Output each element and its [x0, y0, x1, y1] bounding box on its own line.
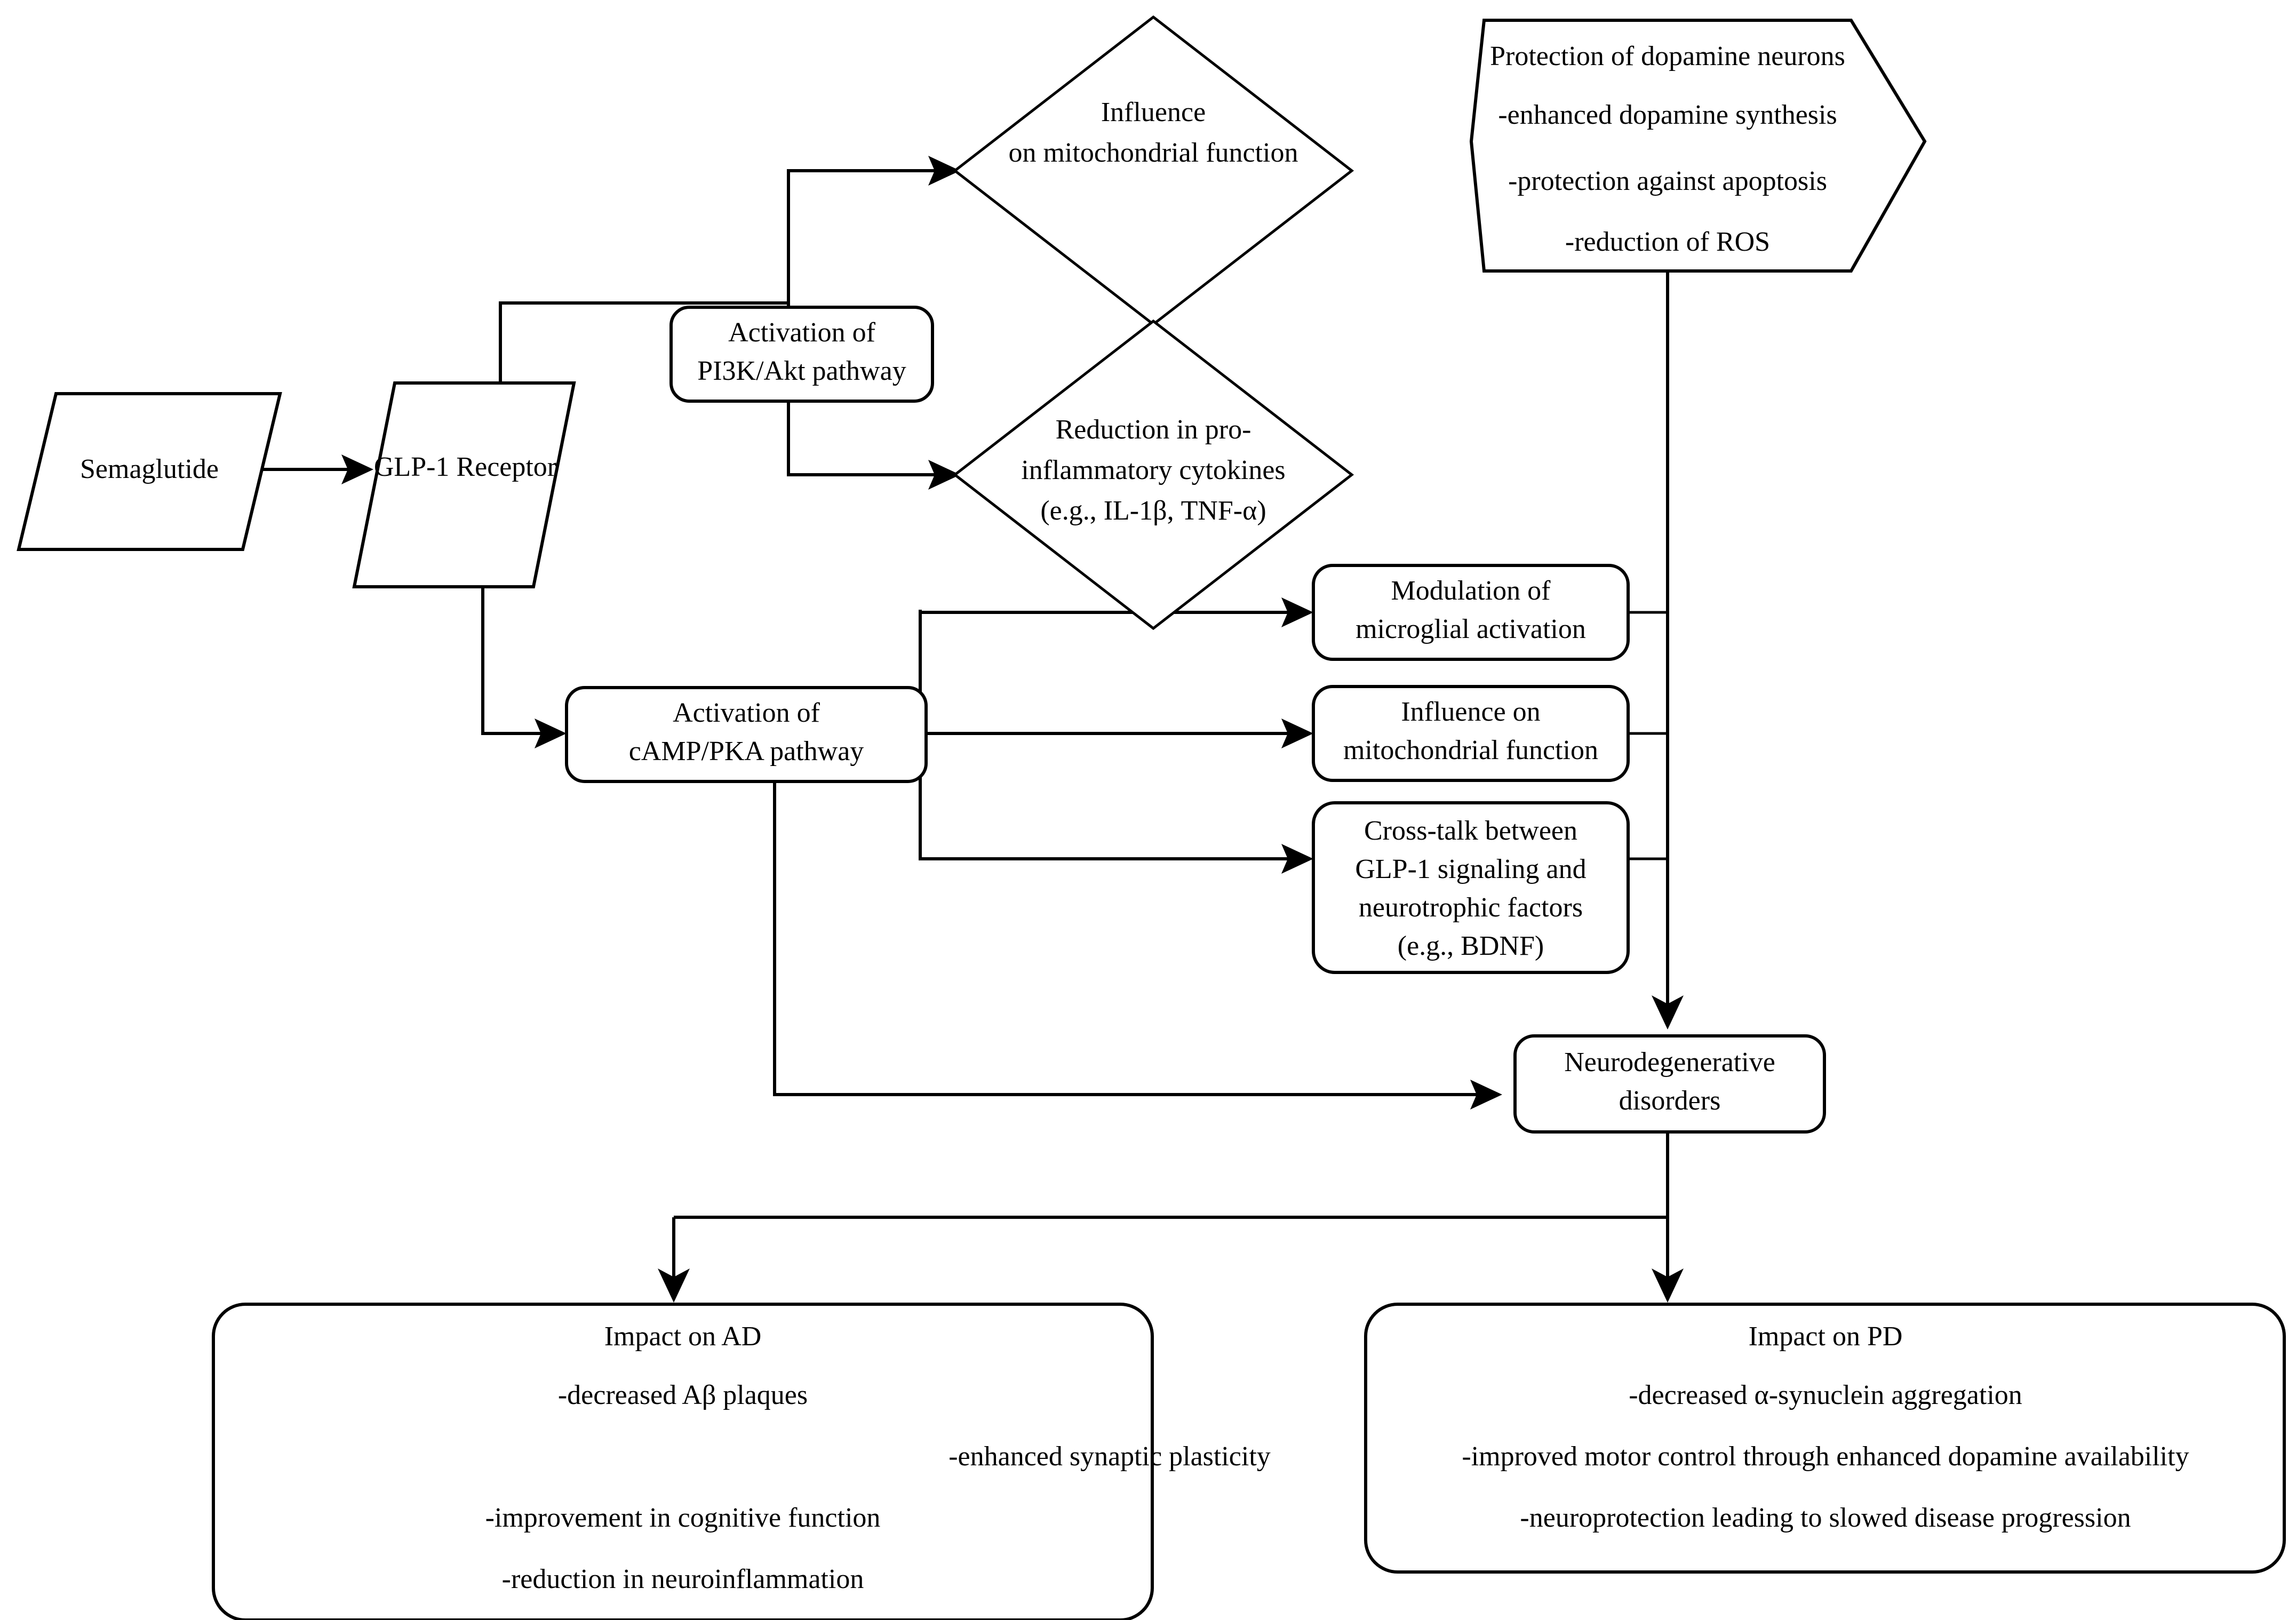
camp-pka-line2: cAMP/PKA pathway: [629, 736, 864, 767]
edge-camp-to-microglial: [919, 611, 1300, 733]
crosstalk-line1: Cross-talk between: [1364, 816, 1577, 846]
hexagon-dopamine-line4: -reduction of ROS: [1565, 227, 1770, 257]
diamond-mitochondrial-line1: Influence: [1101, 97, 1206, 127]
semaglutide-shape: [17, 392, 282, 551]
mitochondrial-influence-line2: mitochondrial function: [1343, 735, 1598, 765]
edge-glp1-to-camp: [481, 587, 554, 735]
camp-pka-shape: [565, 686, 928, 783]
impact-pd-line3: -neuroprotection leading to slowed disea…: [1520, 1503, 2131, 1533]
arrowhead-neurodegenerative-ad: [658, 1268, 690, 1303]
node-hexagon-dopamine[interactable]: Protection of dopamine neurons -enhanced…: [1469, 19, 1927, 273]
pi3k-akt-shape: [669, 306, 934, 403]
arrowhead-camp-crosstalk: [1281, 844, 1313, 874]
semaglutide-label: Semaglutide: [80, 454, 219, 484]
node-neurodegenerative-disorders[interactable]: Neurodegenerative disorders: [1513, 1034, 1826, 1134]
impact-ad-line1: -decreased Aβ plaques: [558, 1380, 808, 1410]
diamond-cytokines-shape: [952, 319, 1354, 631]
crosstalk-line3: neurotrophic factors: [1359, 892, 1583, 923]
edge-pi3k-to-diamond-cytokines: [787, 389, 946, 476]
hexagon-dopamine-shape: [1469, 19, 1927, 273]
node-diamond-cytokines[interactable]: Reduction in pro- inflammatory cytokines…: [952, 319, 1354, 631]
impact-ad-title: Impact on AD: [604, 1321, 762, 1352]
arrowhead-neurodegenerative-pd: [1652, 1268, 1684, 1303]
diamond-mitochondrial-shape: [952, 15, 1354, 326]
hexagon-dopamine-line2: -enhanced dopamine synthesis: [1498, 100, 1837, 130]
node-diamond-mitochondrial[interactable]: Influence on mitochondrial function: [952, 15, 1354, 326]
crosstalk-line4: (e.g., BDNF): [1398, 931, 1544, 961]
diamond-mitochondrial-line2: on mitochondrial function: [1008, 138, 1298, 168]
impact-ad-line3: -improvement in cognitive function: [485, 1503, 881, 1533]
arrowhead-camp-microglial: [1281, 597, 1313, 627]
node-camp-pka[interactable]: Activation of cAMP/PKA pathway: [565, 686, 928, 783]
impact-ad-line4: -reduction in neuroinflammation: [502, 1564, 864, 1594]
camp-pka-line1: Activation of: [673, 698, 820, 728]
hexagon-dopamine-line3: -protection against apoptosis: [1508, 166, 1827, 196]
impact-pd-line2: -improved motor control through enhanced…: [1462, 1441, 2189, 1472]
impact-ad-shape: [212, 1303, 1154, 1620]
arrowhead-glp1-camp: [535, 719, 567, 748]
diamond-cytokines-line2: inflammatory cytokines: [1021, 455, 1285, 485]
hexagon-dopamine-line1: Protection of dopamine neurons: [1490, 41, 1845, 71]
microglial-activation-line1: Modulation of: [1391, 576, 1551, 606]
pi3k-akt-line1: Activation of: [728, 317, 876, 348]
microglial-activation-line2: microglial activation: [1356, 614, 1586, 644]
node-mitochondrial-influence[interactable]: Influence on mitochondrial function: [1312, 685, 1630, 782]
arrowhead-semaglutide-glp1: [341, 454, 373, 484]
arrowhead-pi3k-diamond-mito: [928, 156, 960, 186]
microglial-activation-shape: [1312, 564, 1630, 661]
impact-ad-line2: -enhanced synaptic plasticity: [948, 1441, 1271, 1472]
neurodegenerative-line1: Neurodegenerative: [1564, 1047, 1775, 1078]
glp1-receptor-label: GLP-1 Receptor: [374, 452, 556, 482]
neurodegenerative-shape: [1513, 1034, 1826, 1134]
impact-pd-line1: -decreased α-synuclein aggregation: [1629, 1380, 2022, 1410]
diamond-cytokines-line1: Reduction in pro-: [1056, 414, 1251, 445]
edge-camp-to-crosstalk: [919, 733, 1300, 860]
neurodegenerative-line2: disorders: [1619, 1086, 1721, 1116]
edge-pi3k-to-diamond-mito: [787, 169, 946, 331]
diamond-cytokines-line3: (e.g., IL-1β, TNF-α): [1040, 496, 1266, 526]
impact-pd-shape: [1364, 1303, 2286, 1574]
node-impact-ad[interactable]: Impact on AD -decreased Aβ plaques -enha…: [212, 1303, 1271, 1620]
edge-camp-to-neurodegenerative: [773, 772, 1488, 1096]
arrowhead-pi3k-diamond-cytokines: [928, 460, 960, 490]
mitochondrial-influence-line1: Influence on: [1401, 697, 1540, 727]
arrowhead-camp-neurodegenerative: [1470, 1080, 1502, 1110]
crosstalk-line2: GLP-1 signaling and: [1355, 854, 1586, 884]
node-semaglutide[interactable]: Semaglutide: [17, 392, 282, 551]
node-glp1-receptor[interactable]: GLP-1 Receptor: [352, 381, 576, 588]
node-impact-pd[interactable]: Impact on PD -decreased α-synuclein aggr…: [1364, 1303, 2286, 1574]
node-crosstalk[interactable]: Cross-talk between GLP-1 signaling and n…: [1312, 801, 1630, 974]
arrowhead-hexagon-neurodegenerative: [1652, 995, 1684, 1030]
node-microglial-activation[interactable]: Modulation of microglial activation: [1312, 564, 1630, 661]
node-pi3k-akt[interactable]: Activation of PI3K/Akt pathway: [669, 306, 934, 403]
crosstalk-shape: [1312, 801, 1630, 974]
pi3k-akt-line2: PI3K/Akt pathway: [697, 356, 906, 386]
glp1-receptor-shape: [352, 381, 576, 588]
arrowhead-camp-mito-influence: [1281, 719, 1313, 748]
mitochondrial-influence-shape: [1312, 685, 1630, 782]
impact-pd-title: Impact on PD: [1749, 1321, 1903, 1352]
